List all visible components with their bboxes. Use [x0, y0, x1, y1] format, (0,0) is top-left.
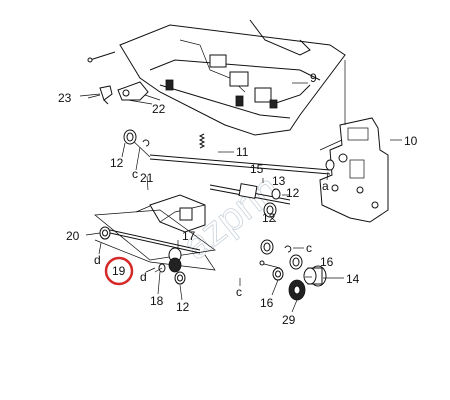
lever-part	[79, 85, 113, 105]
callout-13: 13	[272, 174, 286, 188]
callout-11: 11	[236, 145, 249, 159]
frame-assembly	[87, 19, 346, 136]
callout-16-right: 16	[320, 255, 334, 269]
callout-20: 20	[66, 229, 80, 243]
callout-21: 21	[140, 171, 154, 185]
highlight-circle	[104, 256, 134, 286]
callout-d-left: d	[94, 253, 101, 267]
callout-c-bottom: c	[236, 285, 242, 299]
callout-17: 17	[182, 229, 196, 243]
callout-12-bottom: 12	[176, 300, 190, 314]
callout-14: 14	[346, 272, 360, 286]
callout-c-top: c	[132, 167, 138, 181]
callout-9: 9	[310, 71, 317, 85]
callout-10: 10	[404, 134, 418, 148]
holder-part	[149, 194, 206, 233]
side-plate	[319, 60, 389, 223]
bracket-part	[117, 81, 161, 101]
shaft-assembly	[123, 129, 335, 175]
callout-a: a	[322, 179, 329, 193]
roller-shaft	[209, 183, 291, 218]
callout-22: 22	[152, 102, 166, 116]
lower-assembly	[94, 209, 216, 285]
callout-d-right: d	[140, 270, 147, 284]
callout-29: 29	[282, 313, 296, 327]
callout-19: 19	[112, 264, 126, 278]
callout-12-top: 12	[110, 156, 124, 170]
callout-labels: 9 10 11 12 12 12 12 13 14 15 16 16 17 18…	[58, 71, 418, 327]
callout-18: 18	[150, 294, 164, 308]
roller-group	[259, 239, 327, 301]
callout-12-right: 12	[286, 186, 300, 200]
callout-16-bottom: 16	[260, 296, 274, 310]
callout-c-right: c	[306, 241, 312, 255]
callout-15: 15	[250, 162, 264, 176]
leader-lines	[85, 82, 402, 313]
callout-12-mid: 12	[262, 211, 276, 225]
callout-23: 23	[58, 91, 72, 105]
